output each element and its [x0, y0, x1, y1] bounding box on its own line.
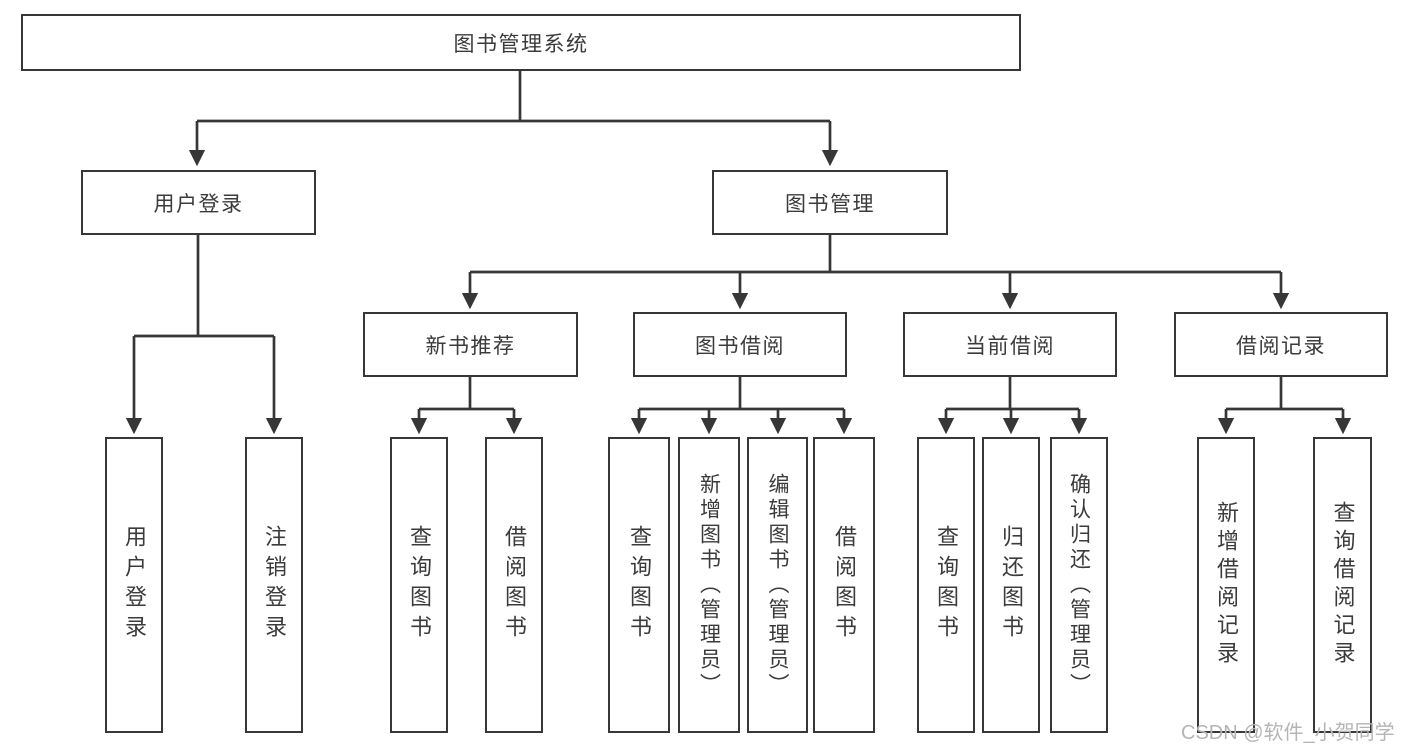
leaf-cb-return-book-label: 归还图书	[999, 525, 1024, 645]
node-borrow-records: 借阅记录	[1174, 312, 1388, 377]
leaf-bb-query-book: 查询图书	[608, 437, 670, 733]
leaf-logout-label: 注销登录	[262, 525, 287, 645]
leaf-br-add-record: 新增借阅记录	[1197, 437, 1255, 733]
leaf-user-login-label: 用户登录	[122, 525, 147, 645]
leaf-bb-query-book-label: 查询图书	[627, 525, 652, 645]
node-book-borrow: 图书借阅	[633, 312, 847, 377]
node-book-management: 图书管理	[712, 170, 948, 235]
node-book-management-label: 图书管理	[785, 192, 875, 216]
leaf-cb-query-book: 查询图书	[917, 437, 975, 733]
leaf-bb-add-book-label: 新增图书（管理员）	[697, 472, 721, 698]
node-current-borrow-label: 当前借阅	[965, 334, 1055, 358]
csdn-watermark: CSDN @软件_小贺同学	[1181, 722, 1395, 744]
leaf-br-query-record: 查询借阅记录	[1313, 437, 1372, 733]
leaf-nb-query-book: 查询图书	[390, 437, 448, 733]
node-root-label: 图书管理系统	[453, 32, 589, 56]
leaf-bb-edit-book-label: 编辑图书（管理员）	[766, 472, 789, 698]
node-user-login: 用户登录	[81, 170, 316, 235]
node-book-borrow-label: 图书借阅	[695, 334, 785, 358]
leaf-user-login: 用户登录	[105, 437, 163, 733]
leaf-br-query-record-label: 查询借阅记录	[1330, 501, 1356, 669]
node-current-borrow: 当前借阅	[903, 312, 1117, 377]
node-root: 图书管理系统	[21, 14, 1021, 71]
leaf-cb-return-book: 归还图书	[982, 437, 1040, 733]
leaf-bb-edit-book: 编辑图书（管理员）	[747, 437, 808, 733]
leaf-cb-confirm-return-label: 确认归还（管理员）	[1067, 472, 1091, 698]
node-new-book-recommend: 新书推荐	[363, 312, 578, 377]
leaf-nb-borrow-book-label: 借阅图书	[502, 525, 527, 645]
leaf-br-add-record-label: 新增借阅记录	[1214, 501, 1239, 669]
leaf-nb-borrow-book: 借阅图书	[485, 437, 543, 733]
node-borrow-records-label: 借阅记录	[1236, 334, 1326, 358]
leaf-nb-query-book-label: 查询图书	[407, 525, 432, 645]
leaf-bb-add-book: 新增图书（管理员）	[678, 437, 740, 733]
node-new-book-recommend-label: 新书推荐	[425, 334, 516, 358]
node-user-login-label: 用户登录	[153, 192, 244, 216]
leaf-cb-confirm-return: 确认归还（管理员）	[1050, 437, 1108, 733]
leaf-bb-borrow-book-label: 借阅图书	[832, 525, 857, 645]
leaf-cb-query-book-label: 查询图书	[934, 525, 959, 645]
leaf-bb-borrow-book: 借阅图书	[813, 437, 875, 733]
leaf-logout: 注销登录	[245, 437, 303, 733]
